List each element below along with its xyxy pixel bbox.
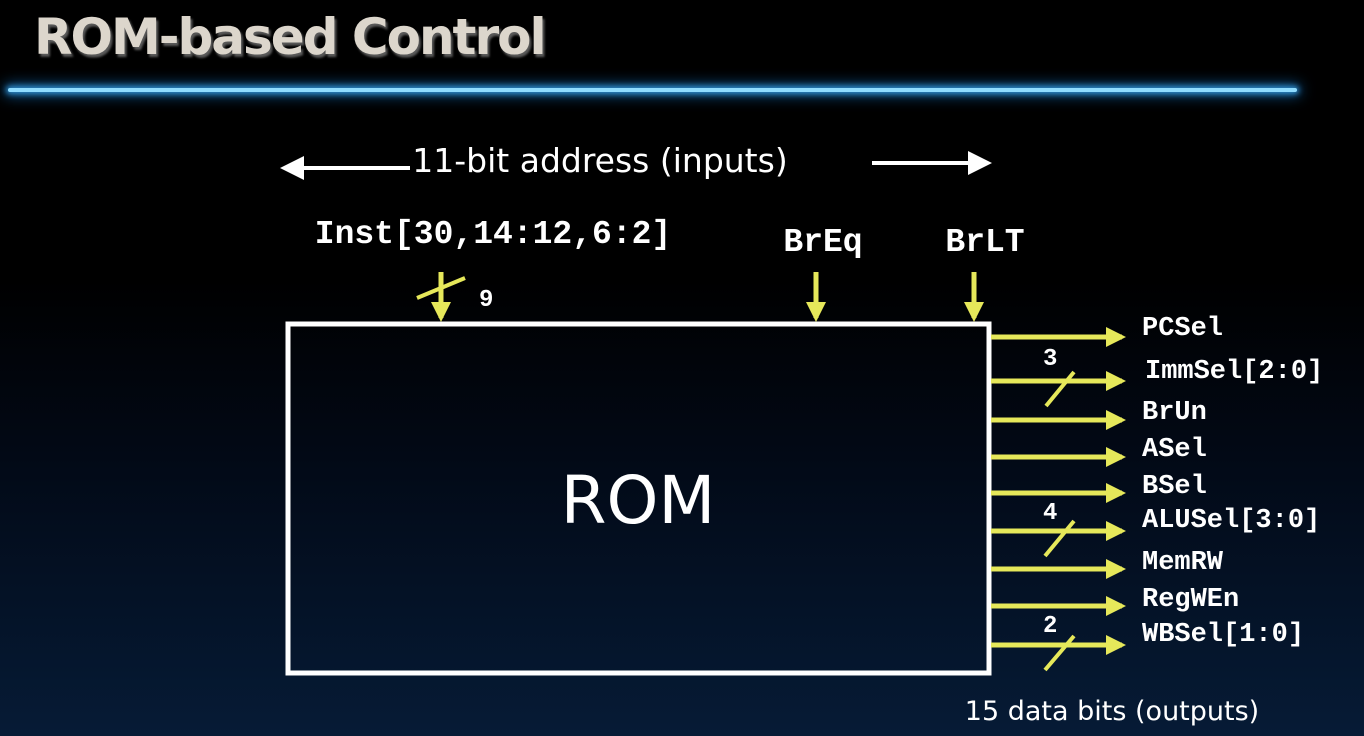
output-regwen: RegWEn [991, 585, 1239, 616]
output-label-regwen: RegWEn [1142, 585, 1239, 615]
input-inst: Inst[30,14:12,6:2] 9 [315, 216, 671, 322]
bus-width-wbsel: 2 [1043, 613, 1057, 640]
input-label-brlt: BrLT [945, 224, 1024, 261]
output-memrw: MemRW [991, 548, 1224, 579]
output-label-brun: BrUn [1142, 398, 1207, 428]
output-wbsel: 2 WBSel[1:0] [991, 613, 1304, 672]
bus-width-inst: 9 [479, 287, 493, 314]
address-label: 11-bit address (inputs) [412, 141, 787, 180]
input-label-inst: Inst[30,14:12,6:2] [315, 216, 671, 253]
output-immsel: 3 ImmSel[2:0] [991, 346, 1323, 408]
output-asel: ASel [991, 435, 1207, 467]
output-label-bsel: BSel [1142, 472, 1207, 502]
output-label-immsel: ImmSel[2:0] [1145, 357, 1323, 387]
bus-slash-wbsel [1043, 634, 1076, 672]
output-label-pcsel: PCSel [1142, 314, 1223, 344]
slide-title: ROM-based Control [34, 8, 547, 66]
output-label-alusel: ALUSel[3:0] [1142, 506, 1320, 536]
output-label-memrw: MemRW [1142, 548, 1224, 578]
output-label-wbsel: WBSel[1:0] [1142, 620, 1304, 650]
bus-width-immsel: 3 [1043, 346, 1057, 373]
title-divider [8, 88, 1297, 92]
rom-label: ROM [561, 462, 716, 539]
bus-slash-inst [416, 276, 466, 300]
output-pcsel: PCSel [991, 314, 1223, 347]
bus-width-alusel: 4 [1043, 500, 1057, 527]
rom-box [285, 321, 992, 676]
bus-slash-immsel [1044, 370, 1076, 408]
input-label-breq: BrEq [783, 224, 862, 261]
input-brlt: BrLT [945, 224, 1025, 322]
output-bsel: BSel [991, 472, 1207, 503]
data-bits-label: 15 data bits (outputs) [965, 696, 1259, 727]
output-label-asel: ASel [1142, 435, 1207, 465]
input-breq: BrEq [783, 224, 863, 322]
output-alusel: 4 ALUSel[3:0] [991, 500, 1320, 558]
output-brun: BrUn [991, 398, 1207, 430]
bus-slash-alusel [1043, 519, 1076, 558]
